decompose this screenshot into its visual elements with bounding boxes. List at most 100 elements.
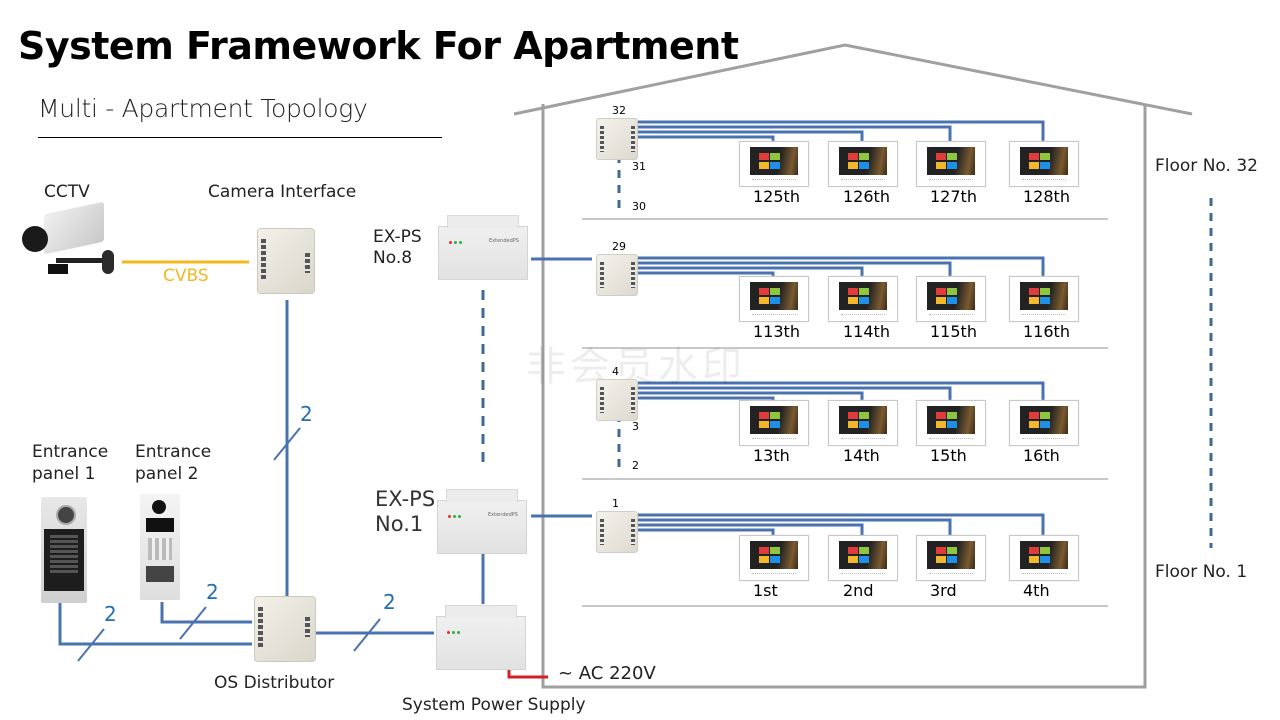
monitor-app-tile (859, 162, 869, 169)
monitor-app-tile (848, 288, 858, 295)
label-line: Entrance (135, 442, 212, 462)
indoor-monitor (828, 141, 898, 187)
monitor-app-tile (947, 162, 957, 169)
led-indicator (458, 515, 461, 518)
monitor-app-tile (848, 153, 858, 160)
wire-count-label: 2 (104, 602, 117, 626)
wire-count-slash (353, 618, 381, 652)
monitor-app-tile (848, 556, 858, 563)
panel-keypad (148, 538, 172, 560)
building-roof (513, 43, 1193, 116)
apartment-label: 128th (1023, 187, 1070, 206)
monitor-app-tile (947, 547, 957, 554)
monitor-screen (927, 541, 975, 569)
monitor-screen (927, 282, 975, 310)
monitor-app-tile (759, 297, 769, 304)
monitor-app-tile (759, 153, 769, 160)
cctv-label: CCTV (44, 182, 90, 202)
terminal-block (631, 126, 635, 152)
monitor-app-tile (759, 288, 769, 295)
monitor-screen (1020, 406, 1068, 434)
monitor-buttons (752, 179, 796, 182)
camera-housing (44, 201, 104, 255)
apartment-label: 125th (753, 187, 800, 206)
floor-distributor-number: 29 (612, 240, 626, 253)
apartment-label: 3rd (930, 581, 957, 600)
led-indicator (448, 515, 451, 518)
terminal-block (600, 387, 604, 413)
panel-camera-icon (152, 500, 166, 514)
led-indicator (447, 631, 450, 634)
monitor-screen (1020, 282, 1068, 310)
monitor-app-tile (859, 297, 869, 304)
terminal-block (631, 519, 635, 545)
monitor-screen (1020, 147, 1068, 175)
apartment-bus-wire (637, 381, 1045, 400)
monitor-screen (839, 541, 887, 569)
page-title: System Framework For Apartment (18, 24, 739, 68)
floor-bottom-label: Floor No. 1 (1155, 562, 1248, 582)
entrance-panel-1-device (41, 497, 87, 603)
monitor-app-tile (936, 162, 946, 169)
camera-bracket (48, 264, 68, 274)
monitor-screen (839, 147, 887, 175)
apartment-label: 126th (843, 187, 890, 206)
apartment-bus-wire (637, 271, 775, 276)
led-indicator (459, 241, 462, 244)
ex-ps-1-device: ExtendedPS (437, 489, 527, 554)
monitor-app-tile (936, 556, 946, 563)
monitor-app-tile (1040, 288, 1050, 295)
entrance-panel-2-device (140, 494, 180, 600)
panel-keypad (44, 529, 84, 591)
indoor-monitor (828, 400, 898, 446)
monitor-app-tile (936, 288, 946, 295)
apartment-bus-wire (637, 261, 952, 276)
monitor-app-tile (759, 421, 769, 428)
label-line: EX-PS (375, 487, 436, 511)
subtitle-underline (38, 137, 442, 138)
apartment-label: 16th (1023, 446, 1060, 465)
led-indicator (453, 515, 456, 518)
monitor-app-tile (1029, 547, 1039, 554)
monitor-buttons (841, 179, 885, 182)
monitor-buttons (1022, 573, 1066, 576)
monitor-app-tile (1029, 153, 1039, 160)
os-distributor-device (254, 596, 316, 662)
apartment-bus-wire (637, 391, 864, 400)
apartment-bus-wire (637, 130, 864, 141)
terminal-block (600, 126, 604, 152)
monitor-app-tile (947, 153, 957, 160)
monitor-app-tile (759, 412, 769, 419)
monitor-app-tile (936, 153, 946, 160)
floor-top-label: Floor No. 32 (1155, 156, 1258, 176)
monitor-buttons (841, 573, 885, 576)
terminal-block (261, 239, 266, 281)
monitor-app-tile (1040, 556, 1050, 563)
panel-display (146, 518, 174, 532)
monitor-app-tile (936, 297, 946, 304)
label-line: No.8 (373, 248, 413, 268)
monitor-buttons (752, 573, 796, 576)
apartment-label: 115th (930, 322, 977, 341)
monitor-app-tile (1040, 162, 1050, 169)
monitor-app-tile (947, 297, 957, 304)
psu-terminal-strip (447, 215, 519, 228)
camera-lens-icon (22, 226, 48, 252)
apartment-bus-wire (637, 125, 952, 141)
apartment-bus-wire (637, 386, 952, 400)
terminal-block (305, 253, 310, 273)
wire-count-label: 2 (383, 590, 396, 614)
monitor-buttons (929, 179, 973, 182)
system-power-supply-label: System Power Supply (402, 695, 586, 715)
ac-220v-label: ~ AC 220V (558, 663, 656, 684)
wire-count-slash (273, 427, 301, 461)
indoor-monitor (916, 141, 986, 187)
indoor-monitor (1009, 141, 1079, 187)
cctv-camera (18, 201, 122, 282)
monitor-app-tile (1029, 288, 1039, 295)
monitor-app-tile (859, 412, 869, 419)
monitor-buttons (752, 314, 796, 317)
monitor-app-tile (947, 556, 957, 563)
floor-distributor-device (596, 118, 638, 160)
wire-count-slash (77, 628, 105, 662)
